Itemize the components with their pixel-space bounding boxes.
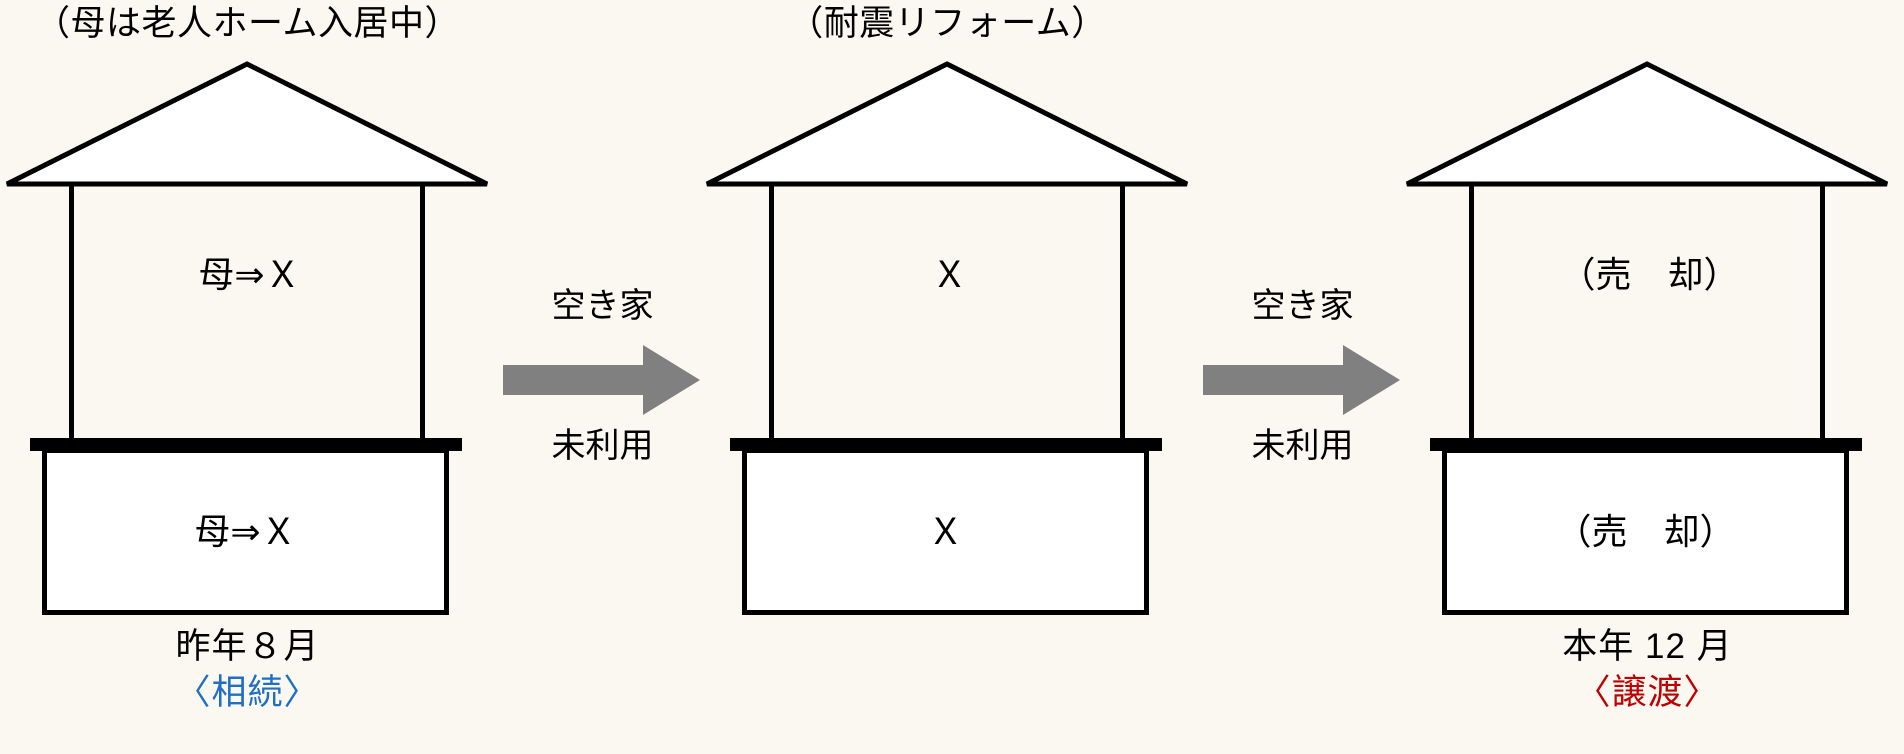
- house-1-caption: （母は老人ホーム入居中）: [35, 4, 460, 43]
- house-3-roof-icon: [1405, 61, 1889, 187]
- house-2: （耐震リフォーム） Ｘ Ｘ: [700, 0, 1195, 754]
- transition-2-label-top: 空き家: [1251, 287, 1354, 325]
- transition-1-label-top: 空き家: [551, 287, 654, 325]
- house-2-upper-post-left: [769, 183, 774, 445]
- house-2-caption: （耐震リフォーム）: [788, 4, 1107, 43]
- house-3-upper-post-right: [1820, 183, 1825, 445]
- house-2-lower-floor: [742, 448, 1149, 615]
- transition-1: 空き家 未利用: [495, 285, 710, 485]
- house-1-roof-icon: [5, 61, 489, 187]
- house-1-floor-band: [30, 438, 462, 451]
- house-1-upper-post-right: [420, 183, 425, 445]
- house-1-upper-post-left: [69, 183, 74, 445]
- house-3-upper-floor-label: （売 却）: [1559, 254, 1740, 295]
- house-1-upper-floor-label: 母⇒Ｘ: [198, 254, 301, 295]
- house-1-footer: 昨年８月 〈相続〉: [0, 624, 495, 716]
- house-2-roof-icon: [705, 61, 1189, 187]
- house-3-footer-date: 本年 12 月: [1562, 627, 1733, 666]
- transition-1-label-bottom: 未利用: [551, 427, 654, 465]
- transition-2-label-bottom: 未利用: [1251, 427, 1354, 465]
- house-1-lower-floor: [42, 448, 449, 615]
- house-2-lower-floor-label: Ｘ: [927, 511, 964, 552]
- house-1: （母は老人ホーム入居中） 母⇒Ｘ 母⇒Ｘ 昨年８月 〈相続〉: [0, 0, 495, 754]
- house-3-footer: 本年 12 月 〈譲渡〉: [1400, 624, 1895, 716]
- house-3-lower-floor-label: （売 却）: [1555, 511, 1736, 552]
- house-1-lower-floor-label: 母⇒Ｘ: [194, 511, 297, 552]
- house-3-footer-event: 〈譲渡〉: [1575, 673, 1720, 712]
- house-3-floor-band: [1430, 438, 1862, 451]
- house-2-upper-floor-label: Ｘ: [931, 254, 968, 295]
- house-3: （売 却） （売 却） 本年 12 月 〈譲渡〉: [1400, 0, 1895, 754]
- right-arrow-icon: [503, 345, 700, 415]
- house-3-lower-floor: [1442, 448, 1849, 615]
- house-2-upper-post-right: [1120, 183, 1125, 445]
- transition-2: 空き家 未利用: [1195, 285, 1410, 485]
- house-1-footer-event: 〈相続〉: [175, 673, 320, 712]
- house-3-upper-post-left: [1469, 183, 1474, 445]
- right-arrow-icon: [1203, 345, 1400, 415]
- house-2-floor-band: [730, 438, 1162, 451]
- house-1-footer-date: 昨年８月: [175, 627, 320, 666]
